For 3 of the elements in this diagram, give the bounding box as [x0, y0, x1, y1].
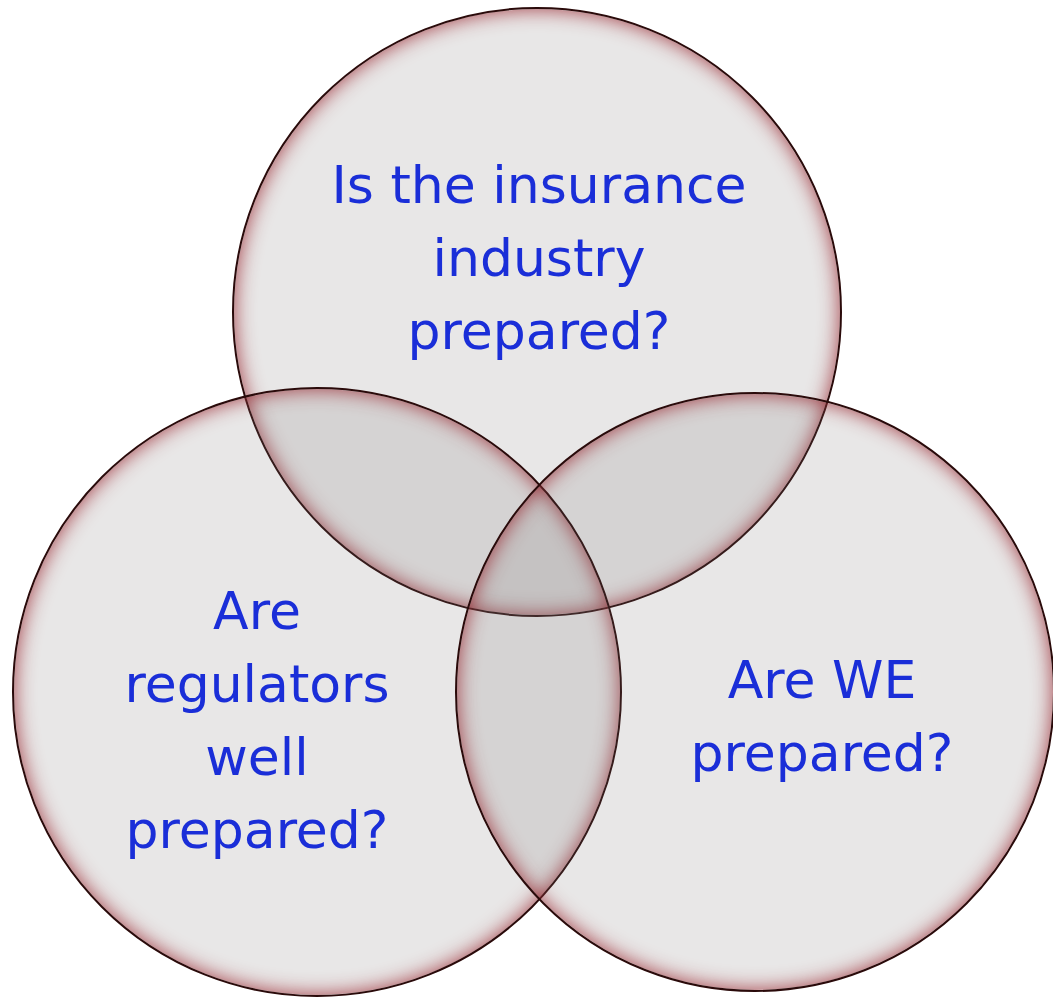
circle-label: Is the insurance industry prepared?: [330, 154, 748, 363]
circle-label: Are regulators well prepared?: [123, 580, 391, 862]
circle-label: Are WE prepared?: [689, 649, 955, 785]
